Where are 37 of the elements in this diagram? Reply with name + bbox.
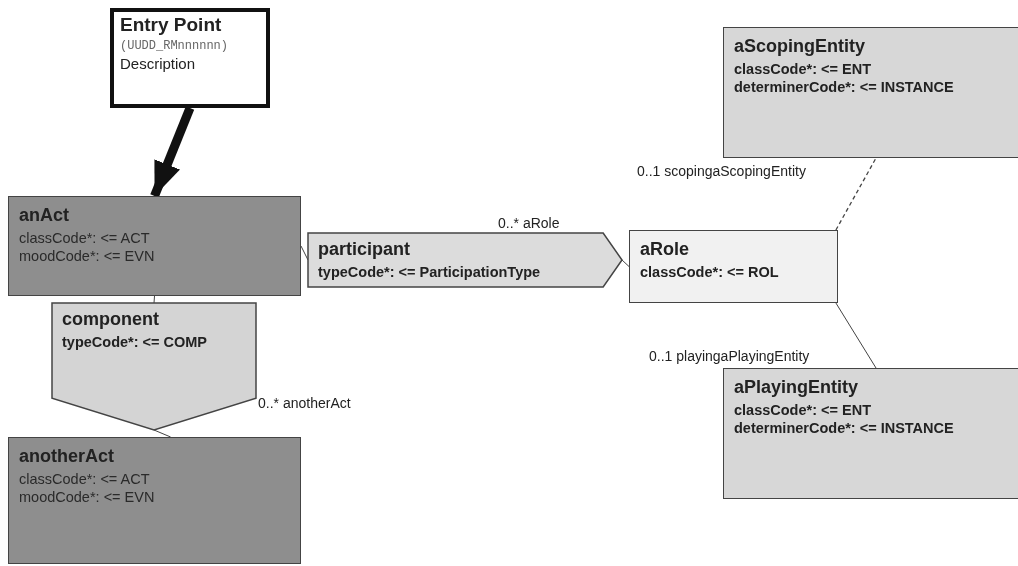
cardinality-label: 0..* aRole (498, 215, 560, 231)
connector-line (835, 157, 877, 231)
connector-line (621, 259, 630, 267)
edge-label: 0..1 playingaPlayingEntity (648, 348, 811, 364)
cardinality-label: 0..* anotherAct (258, 395, 351, 411)
class-name: aRole (640, 239, 691, 260)
connector-line (835, 302, 877, 369)
class-name: anotherAct (19, 446, 115, 467)
attribute-text: classCode*: <= ACT (19, 228, 151, 247)
attribute-text: classCode*: <= ACT (19, 469, 151, 488)
connector-line (153, 295, 155, 304)
attribute-text: typeCode*: <= COMP (62, 332, 209, 351)
entity-class-box (723, 27, 1018, 158)
attribute-text: typeCode*: <= ParticipationType (318, 262, 542, 281)
edge-label: 0..1 scopingaScopingEntity (636, 163, 807, 179)
act-class-box (8, 437, 301, 564)
attribute-text: classCode*: <= ENT (734, 59, 872, 78)
connector-line (153, 429, 172, 438)
entry-point-box (110, 8, 270, 108)
artifact-id: (UUDD_RMnnnnnn) (120, 38, 230, 53)
class-name: participant (318, 239, 411, 260)
class-name: aPlayingEntity (734, 377, 860, 398)
description-text: Description (120, 54, 197, 72)
entity-class-box (723, 368, 1018, 499)
attribute-text: classCode*: <= ROL (640, 262, 780, 281)
act-class-box (8, 196, 301, 296)
arrow (150, 106, 195, 198)
attribute-text: determinerCode*: <= INSTANCE (734, 77, 955, 96)
class-name: anAct (19, 205, 70, 226)
class-name: component (62, 309, 160, 330)
role-class-box (629, 230, 838, 303)
attribute-text: determinerCode*: <= INSTANCE (734, 418, 955, 437)
attribute-text: classCode*: <= ENT (734, 400, 872, 419)
attribute-text: moodCode*: <= EVN (19, 487, 156, 506)
class-name: Entry Point (120, 14, 223, 36)
attribute-text: moodCode*: <= EVN (19, 246, 156, 265)
class-name: aScopingEntity (734, 36, 866, 57)
